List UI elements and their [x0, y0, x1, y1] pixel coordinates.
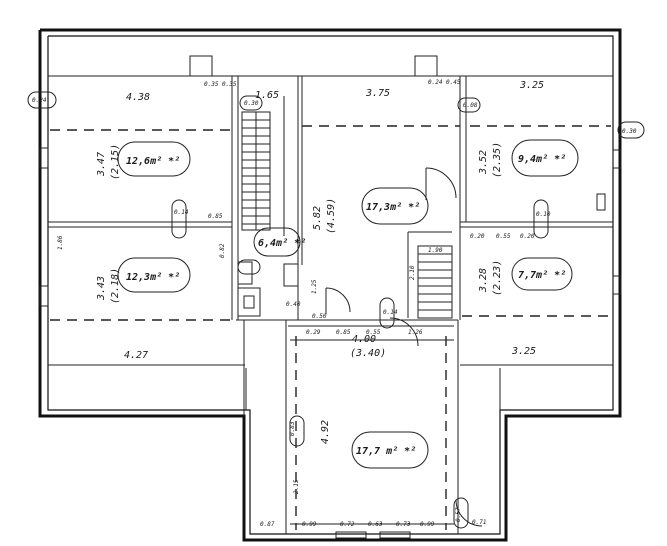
room-south-area: 17,7 m² *²: [356, 446, 416, 457]
dim-label: 0.82: [219, 243, 226, 258]
dim-label: 1.86: [57, 235, 64, 250]
dim-label: 0.40: [286, 301, 301, 308]
dim-label: 2.10: [409, 265, 416, 280]
dimension-ovals: [27, 91, 645, 529]
room-south-height: 4.92: [320, 420, 331, 444]
stair-flight-left: [241, 96, 285, 236]
dim-label: 0.73: [396, 521, 411, 528]
dim-label: 1.25: [311, 279, 318, 294]
interior-walls: [48, 76, 613, 534]
dim-label: 0.99: [302, 521, 317, 528]
room-se-width: 3.25: [511, 346, 536, 357]
room-se-area: 7,7m² *²: [518, 270, 566, 281]
dim-label: 0.55: [496, 233, 511, 240]
room-sw-width: 4.27: [124, 350, 148, 361]
knee-wall-lines: [50, 125, 611, 321]
dim-label: 0.63: [368, 521, 383, 528]
room-ne-width: 3.25: [519, 80, 544, 91]
room-nw-area: 12,6m² *²: [126, 156, 180, 167]
dim-label: 0.35: [204, 81, 219, 88]
room-sw-height: 3.43: [96, 276, 107, 301]
dim-label: 0.24: [32, 97, 47, 104]
dim-label: 0.99: [420, 521, 435, 528]
room-center-height: 5.82: [312, 206, 323, 230]
windows: [39, 147, 622, 539]
chimney-flues: [237, 261, 299, 317]
dim-label: 0.30: [622, 128, 637, 135]
dim-label: 0.55: [366, 329, 381, 336]
dim-label: 0.83: [289, 421, 296, 436]
dim-label: 0.14: [383, 309, 398, 316]
dim-label: 0.87: [260, 521, 275, 528]
room-south-width: 4.00: [352, 334, 376, 345]
room-ne-height: 3.52: [478, 150, 489, 175]
room-ne-area: 9,4m² *²: [518, 154, 566, 165]
dim-label: 0.24: [428, 79, 443, 86]
chimneys: [189, 55, 438, 77]
room-nw-width: 4.38: [126, 92, 150, 103]
room-sw-area: 12,3m² *²: [126, 272, 180, 283]
dim-label: 1.90: [428, 247, 443, 254]
dim-label: 0.85: [208, 213, 223, 220]
dim-label: 0.08: [463, 102, 478, 109]
room-center-height-inner: (4.59): [326, 198, 337, 234]
room-stair-width: 1.65: [255, 90, 279, 101]
dim-label: 0.85: [336, 329, 351, 336]
dim-label: 0.10: [536, 211, 551, 218]
door-swings: [325, 167, 483, 527]
room-stair-area: 6,4m² *²: [258, 238, 306, 249]
dim-label: 0.72: [340, 521, 355, 528]
small-dimensions: 0.24 0.35 0.35 0.30 0.24 0.45 0.08 0.30 …: [32, 79, 637, 528]
dim-label: 0.20: [520, 233, 535, 240]
exterior-walls: [38, 28, 622, 542]
room-nw-height: 3.47: [96, 152, 107, 177]
dim-label: 0.45: [446, 79, 461, 86]
room-ne-height-inner: (2.35): [492, 142, 503, 178]
dim-label: 0.14: [174, 209, 189, 216]
eave-lines: [48, 75, 613, 366]
dim-label: 0.35: [222, 81, 237, 88]
dim-label: 0.50: [312, 313, 327, 320]
dim-label: 0.20: [470, 233, 485, 240]
dim-label: 0.30: [244, 100, 259, 107]
dim-label: 2.15: [293, 479, 300, 494]
dim-label: 0.29: [306, 329, 321, 336]
area-ovals: [117, 139, 579, 469]
room-south-width-inner: (3.40): [350, 348, 386, 359]
room-labels: 4.38 3.47 (2.15) 12,6m² *² 4.27 3.43 (2.…: [96, 80, 566, 457]
dim-label: 0.57: [455, 507, 462, 522]
stair-flight-right: [407, 231, 453, 319]
room-sw-height-inner: (2.18): [110, 268, 121, 304]
room-center-width: 3.75: [365, 88, 390, 99]
room-se-height: 3.28: [478, 268, 489, 293]
south-room-dashes: [245, 336, 501, 530]
dim-label: 1.26: [408, 329, 423, 336]
room-nw-height-inner: (2.15): [110, 144, 121, 180]
room-center-area: 17,3m² *²: [366, 202, 420, 213]
room-se-height-inner: (2.23): [492, 260, 503, 296]
dim-label: 0.71: [472, 519, 486, 526]
